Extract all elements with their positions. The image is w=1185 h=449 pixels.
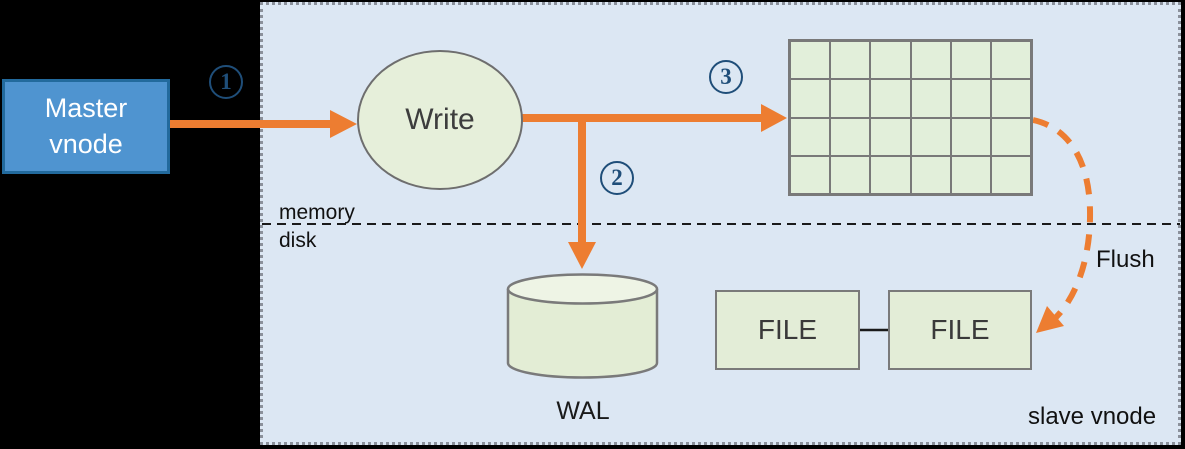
step-2-number: 2 [611,165,623,190]
memtable-cell [830,79,871,118]
file-box-1-label: FILE [757,314,818,345]
slave-vnode-label: slave vnode [1028,403,1157,430]
memtable-cell [910,155,951,194]
memtable-cell [910,41,951,80]
memtable-cell [910,117,951,156]
master-vnode-box: Master vnode [2,79,170,174]
memtable-cell [910,79,951,118]
file-box-1: FILE [715,290,860,370]
memtable-cell [950,79,991,118]
memtable-cell [830,155,871,194]
memtable-cell [990,41,1031,80]
file-box-2: FILE [888,290,1032,370]
memtable-cell [950,41,991,80]
step-1-number: 1 [220,69,232,94]
master-vnode-label: Master vnode [44,92,128,159]
memtable-cell [790,117,831,156]
memtable-cell [990,155,1031,194]
memtable-cell [990,79,1031,118]
memtable-cell [830,117,871,156]
memtable-cell [950,155,991,194]
memtable-cell [870,41,911,80]
memtable-cell [790,41,831,80]
memory-label: memory [279,201,355,224]
disk-label: disk [279,229,317,252]
write-node: Write [357,50,523,190]
memtable-cell [790,155,831,194]
memtable-cell [870,79,911,118]
file-box-2-label: FILE [930,314,990,345]
memtable-cell [870,117,911,156]
wal-label: WAL [556,397,610,425]
memtable-cell [990,117,1031,156]
step-2-badge: 2 [600,161,634,195]
write-node-label: Write [405,103,475,136]
memtable-cell [950,117,991,156]
memtable-cell [790,79,831,118]
step-1-badge: 1 [209,65,243,99]
memtable-cell [830,41,871,80]
step-3-number: 3 [720,64,732,89]
memtable-cell [870,155,911,194]
flush-label: Flush [1096,246,1155,273]
step-3-badge: 3 [709,60,743,94]
memtable-grid [788,39,1033,196]
